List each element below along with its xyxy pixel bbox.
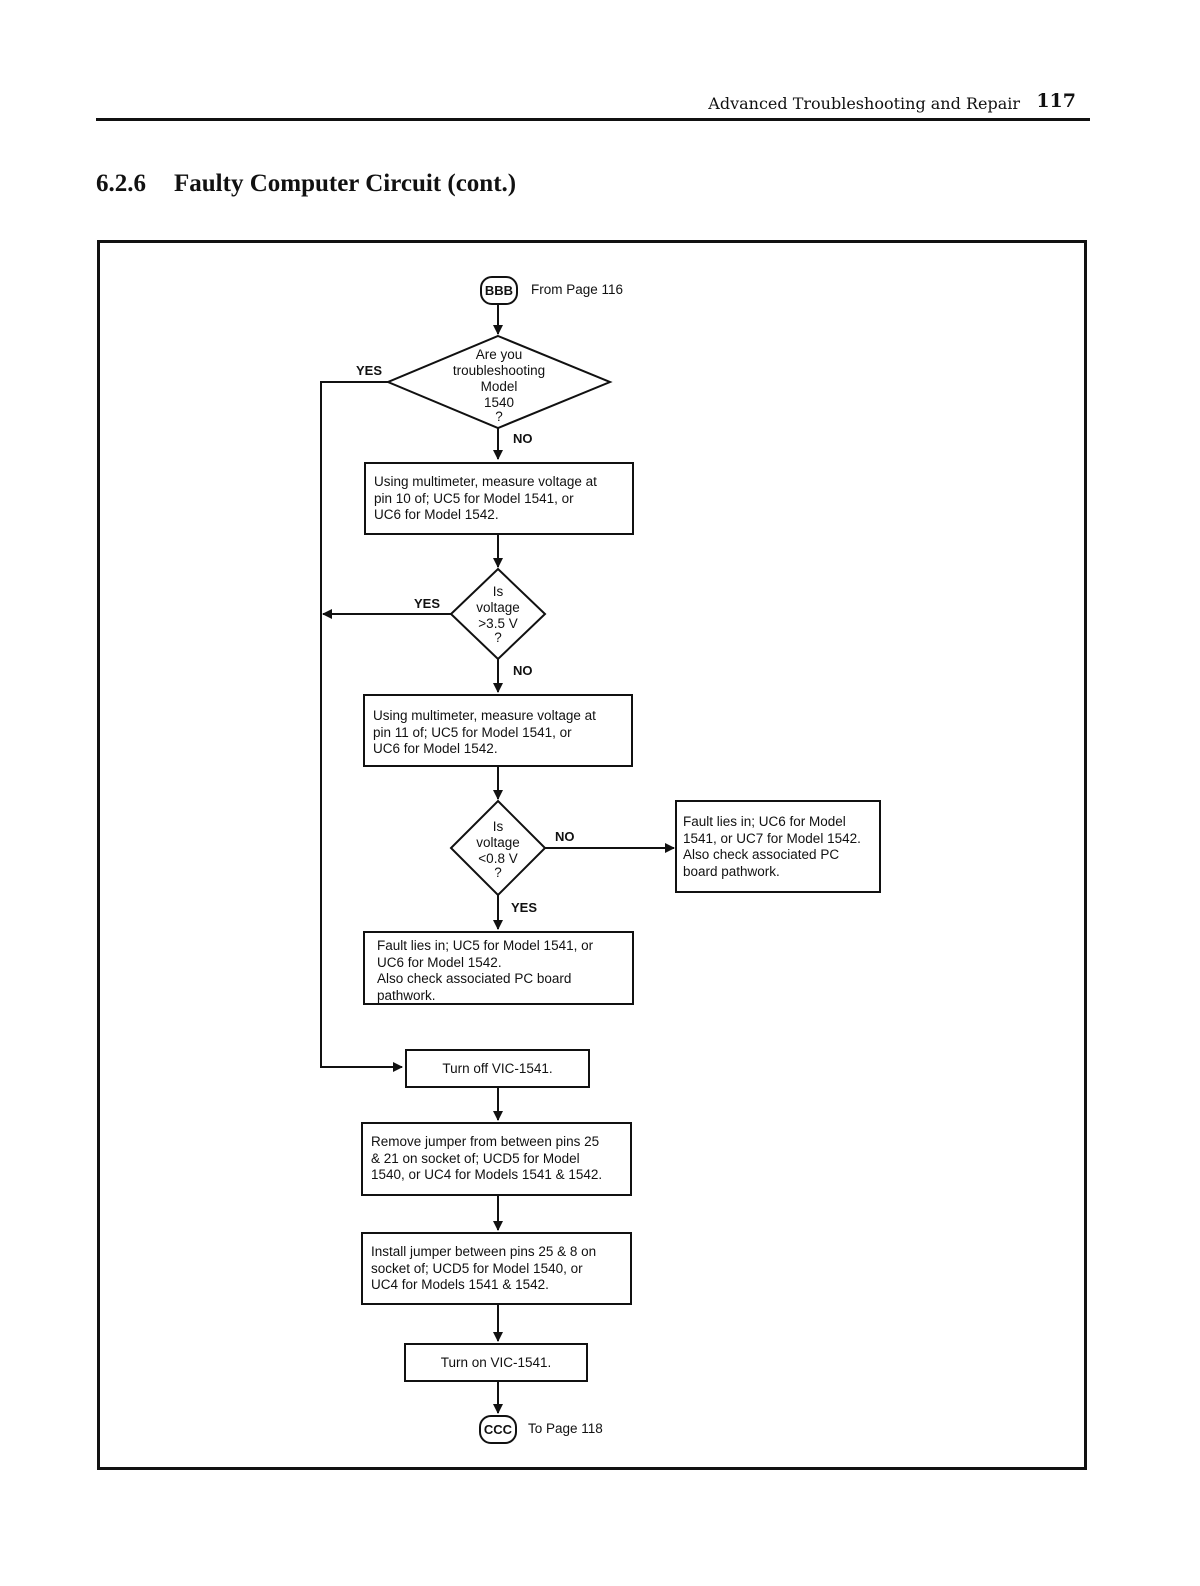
section-title: Faulty Computer Circuit (cont.) — [174, 170, 517, 197]
decision-lt08-yes-label: YES — [511, 900, 538, 915]
decision-lt08-no-label: NO — [555, 829, 575, 844]
decision-gt35-text: Is voltage >3.5 V ? — [476, 584, 520, 645]
section-heading: 6.2.6 Faulty Computer Circuit (cont.) — [96, 170, 516, 198]
section-number: 6.2.6 — [96, 170, 146, 197]
step-remove-jumper: Remove jumper from between pins 25 & 21 … — [361, 1122, 632, 1196]
page-header: Advanced Troubleshooting and Repair 117 — [96, 88, 1090, 121]
start-connector: BBB — [480, 276, 518, 305]
step-measure-pin10: Using multimeter, measure voltage at pin… — [364, 462, 634, 535]
step-turn-on: Turn on VIC-1541. — [404, 1343, 588, 1382]
end-connector: CCC — [479, 1415, 517, 1444]
decision-model-no-label: NO — [513, 431, 533, 446]
fault-uc6-uc7-box: Fault lies in; UC6 for Model 1541, or UC… — [675, 800, 881, 893]
decision-gt35-no-label: NO — [513, 663, 533, 678]
end-connector-label: CCC — [483, 1422, 513, 1437]
running-title: Advanced Troubleshooting and Repair — [708, 94, 1020, 113]
page-number: 117 — [1036, 90, 1076, 112]
decision-gt35-yes-label: YES — [414, 596, 441, 611]
step-install-jumper: Install jumper between pins 25 & 8 on so… — [361, 1232, 632, 1305]
start-connector-label: BBB — [484, 283, 514, 298]
decision-lt08-text: Is voltage <0.8 V ? — [476, 819, 520, 880]
end-connector-note: To Page 118 — [528, 1421, 603, 1436]
decision-model-text: Are you troubleshooting Model 1540 ? — [452, 347, 546, 424]
fault-uc5-uc6-box: Fault lies in; UC5 for Model 1541, or UC… — [363, 931, 634, 1005]
decision-model-yes-label: YES — [356, 363, 383, 378]
step-turn-off: Turn off VIC-1541. — [405, 1049, 590, 1088]
step-measure-pin11: Using multimeter, measure voltage at pin… — [363, 694, 633, 767]
start-connector-note: From Page 116 — [531, 282, 624, 297]
edge-decision-model-yes — [320, 381, 403, 1072]
flowchart-frame — [97, 240, 1087, 1470]
